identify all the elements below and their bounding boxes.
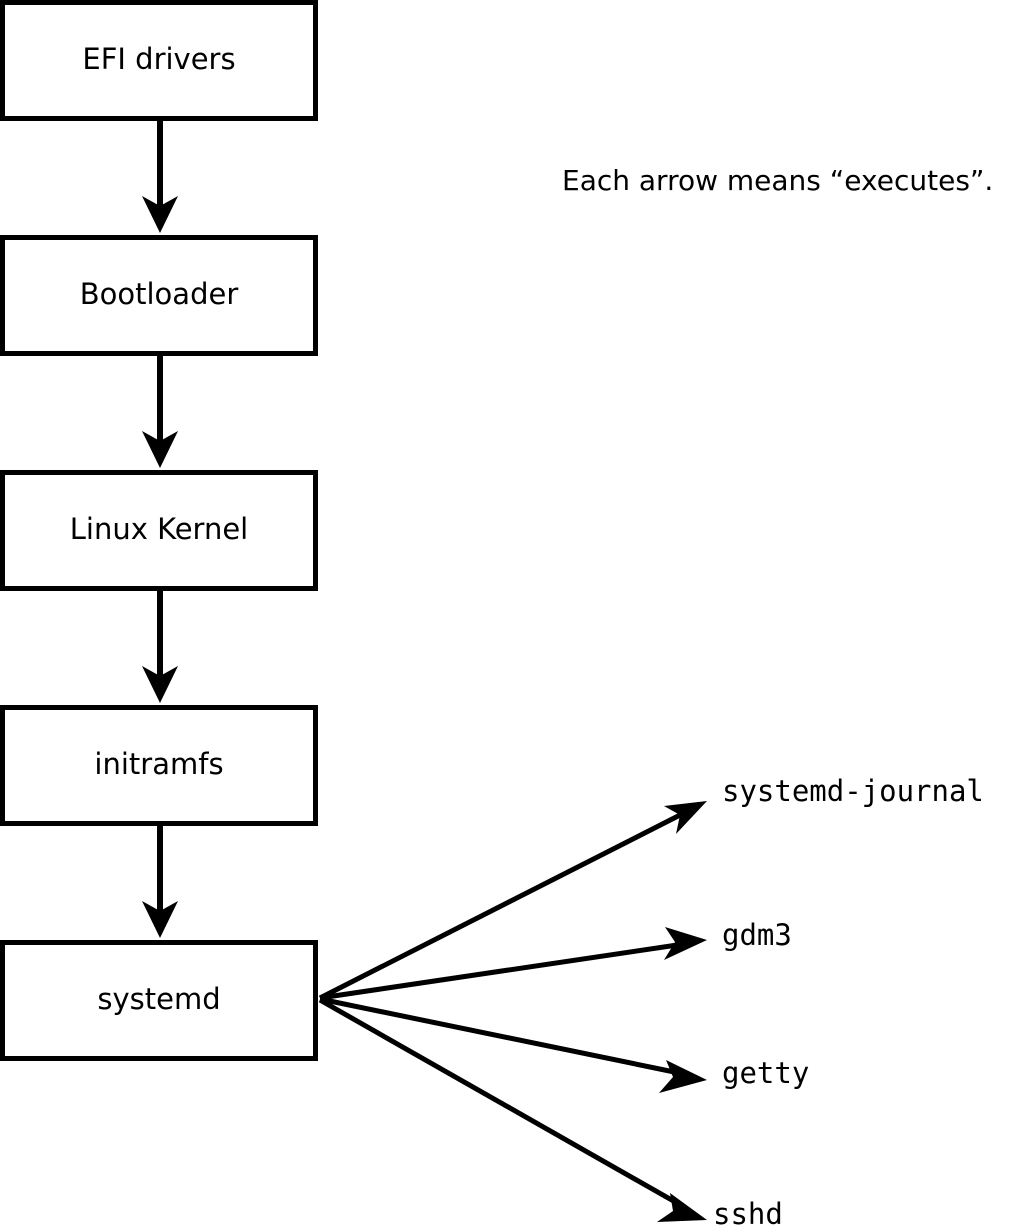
node-box <box>0 940 318 1061</box>
arrow-shaft <box>319 996 685 1077</box>
node-box <box>0 0 318 121</box>
arrow-head-icon <box>142 901 178 938</box>
node-box <box>0 235 318 356</box>
arrow-head-icon <box>142 196 178 233</box>
node-efi-drivers[interactable]: EFI drivers <box>0 0 318 121</box>
node-label: initramfs <box>94 747 223 781</box>
node-label: EFI drivers <box>82 42 235 76</box>
arrow-head-icon <box>657 1193 707 1222</box>
arrow-shaft <box>318 810 686 1001</box>
node-label: Bootloader <box>80 277 239 311</box>
legend-caption: Each arrow means “executes”. <box>562 164 993 197</box>
arrow-head-icon <box>664 927 707 960</box>
node-label: systemd <box>97 982 220 1016</box>
process-label-systemd-journal: systemd-journal <box>722 774 984 808</box>
process-label-getty: getty <box>722 1056 809 1090</box>
arrow-kernel-to-initramfs <box>142 589 178 703</box>
process-label-gdm3: gdm3 <box>722 918 792 952</box>
arrow-shaft <box>318 997 686 1210</box>
node-systemd[interactable]: systemd <box>0 940 318 1061</box>
arrow-head-icon <box>659 1060 707 1093</box>
arrow-initramfs-to-systemd <box>142 824 178 938</box>
node-box <box>0 705 318 826</box>
node-bootloader[interactable]: Bootloader <box>0 235 318 356</box>
node-initramfs[interactable]: initramfs <box>0 705 318 826</box>
arrow-systemd-to-systemd-journal <box>318 801 707 1001</box>
arrow-systemd-to-getty <box>319 996 707 1093</box>
arrow-head-icon <box>142 431 178 468</box>
process-label-sshd: sshd <box>713 1197 783 1230</box>
node-linux-kernel[interactable]: Linux Kernel <box>0 470 318 591</box>
arrow-head-icon <box>142 666 178 703</box>
arrow-systemd-to-sshd <box>318 997 707 1222</box>
arrow-systemd-to-gdm3 <box>319 927 707 1001</box>
arrow-head-icon <box>664 801 707 834</box>
arrow-efi-to-bootloader <box>142 119 178 233</box>
arrow-bootloader-to-kernel <box>142 354 178 468</box>
node-label: Linux Kernel <box>70 512 248 546</box>
node-box <box>0 470 318 591</box>
arrow-shaft <box>319 941 685 1001</box>
